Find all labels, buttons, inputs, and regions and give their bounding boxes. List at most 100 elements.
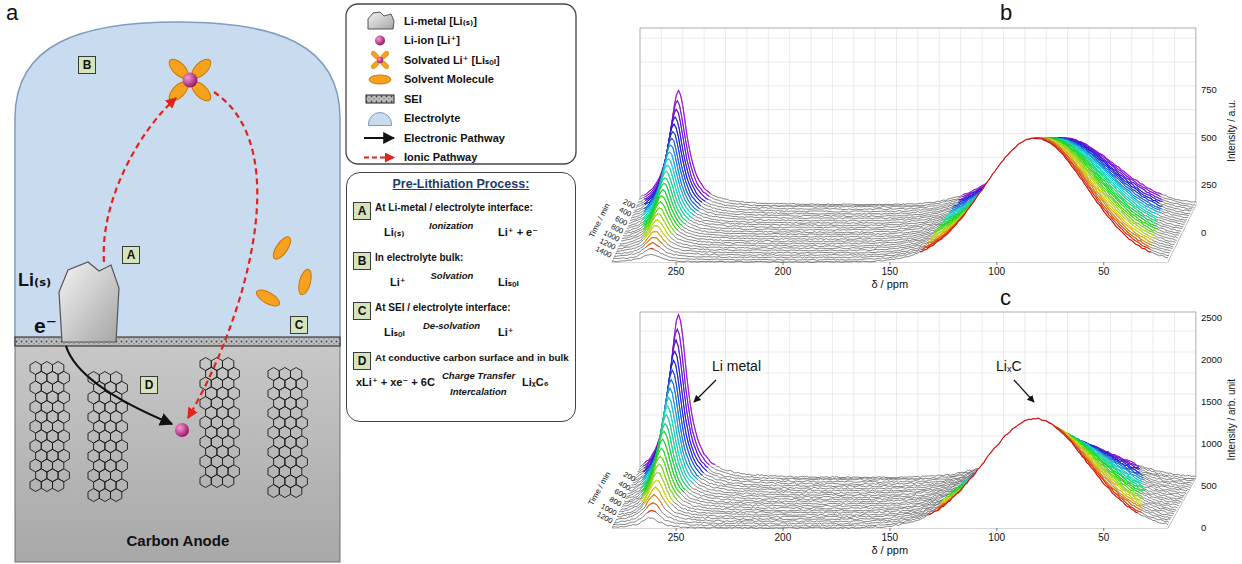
equation-term: Li⁺ [498,326,514,339]
grid-line [853,28,854,205]
callout-letter: C [358,305,367,317]
material-label: Li₍ₛ₎ [18,270,51,291]
grid-line [1131,312,1132,478]
grid-line [982,312,983,478]
axis-tick: 1000 [1201,439,1222,450]
grid-line [1153,28,1154,205]
grid-line [640,394,1196,395]
grid-line [640,62,1196,63]
panel-letter: b [1000,0,1012,25]
legend-label: Li-ion [Li⁺] [404,34,460,47]
equation-term: LiₓC₆ [522,376,549,389]
callout-letter: C [295,319,304,331]
callout-box: C [290,316,308,334]
annotation: LiₓC [996,358,1022,374]
axis-tick: 250 [668,266,685,278]
electronic-pathway [66,346,172,424]
grid-line [960,28,961,205]
li-ion [175,423,189,437]
spectrum-fill [639,329,1195,480]
axis-tick-mark [783,528,784,531]
callout-letter: D [145,379,154,391]
ionic-pathway [188,92,257,418]
equation-term: Li⁺ + e⁻ [498,226,538,239]
legend-label: Solvent Molecule [404,73,494,86]
legend-swatch [368,112,392,126]
axis-tick-mark [889,528,890,531]
spectrum-trace [639,329,1195,480]
graphite-layers [30,358,307,502]
axis-tick: 500 [1201,481,1217,492]
axis-tick: 150 [881,266,898,278]
annotation: Li metal [712,358,761,374]
grid-line [939,28,940,205]
axis-tick: 250 [1201,180,1217,191]
legend-icon [370,50,390,70]
spectrum-trace [638,340,1194,483]
grid-line [917,28,918,205]
grid-line [640,415,1196,416]
axis-tick-mark [783,262,784,265]
step-heading: At SEI / electrolyte interface: [375,302,511,314]
panel-letter: c [1000,285,1011,310]
spectrum-fill [638,340,1194,483]
grid-line [832,28,833,205]
legend-icon [369,75,391,84]
grid-line [982,28,983,205]
grid-line [640,38,1196,39]
grid-line [939,312,940,478]
callout-letter: B [358,255,367,267]
axis-tick: 0 [1201,228,1206,239]
grid-line [725,312,726,478]
legend-icon [364,157,394,159]
axis-tick-mark [889,262,890,265]
equation-term: Li₍ₛ₎ [384,226,404,239]
electrolyte-dome [15,22,340,344]
waterfall-plot [612,312,1196,531]
spectrum-peak [647,510,656,512]
axis-tick: 1500 [1201,397,1222,408]
step-heading: At conductive carbon surface and in bulk [375,352,569,363]
equation-term: Liₛₒₗ [384,326,405,339]
step-heading: In electrolyte bulk: [375,252,463,264]
axis-title: δ / ppm [871,278,908,291]
callout-letter: B [83,59,92,71]
li-metal-chunk [59,262,119,342]
reaction-name: Charge Transfer [442,371,515,382]
reaction-name: Intercalation [450,387,507,398]
grid-line [640,331,1196,332]
callout-box: D [353,352,371,370]
callout-letter: D [358,355,367,367]
legend-label: Ionic Pathway [404,151,477,164]
axis-tick: 200 [775,266,792,278]
panel-letter: a [6,0,18,25]
grid-line [768,312,769,478]
spectrum-fill [612,138,1168,262]
callout-box: A [353,202,371,220]
grid-line [789,28,790,205]
legend-icon [366,95,394,103]
equation-term: xLi⁺ + xe⁻ + 6C [356,376,435,389]
callout-box: B [78,56,96,74]
spectrum-trace [640,315,1196,479]
grid-line [640,133,1196,134]
solvent-molecule [254,287,282,310]
spectrum-fill [640,315,1196,479]
reaction-name: Ionization [429,221,473,232]
axis-tick: 2000 [1201,355,1222,366]
callout-box: B [353,252,371,270]
grid-line [640,436,1196,437]
grid-line [746,312,747,478]
grid-line [875,28,876,205]
callout-letter: A [358,205,367,217]
axis-tick-mark [1103,262,1104,265]
legend-label: Li-metal [Li₍ₛ₎] [404,15,477,28]
legend-label: Solvated Li⁺ [Liₛₒₗ] [404,54,500,67]
waterfall-plot [612,28,1196,265]
axis-tick: 2500 [1201,313,1222,324]
axis-title: Intensity / arb. unit [1226,379,1238,461]
grid-line [896,28,897,205]
grid-line [725,28,726,205]
step-heading: At Li-metal / electrolyte interface: [375,202,533,214]
